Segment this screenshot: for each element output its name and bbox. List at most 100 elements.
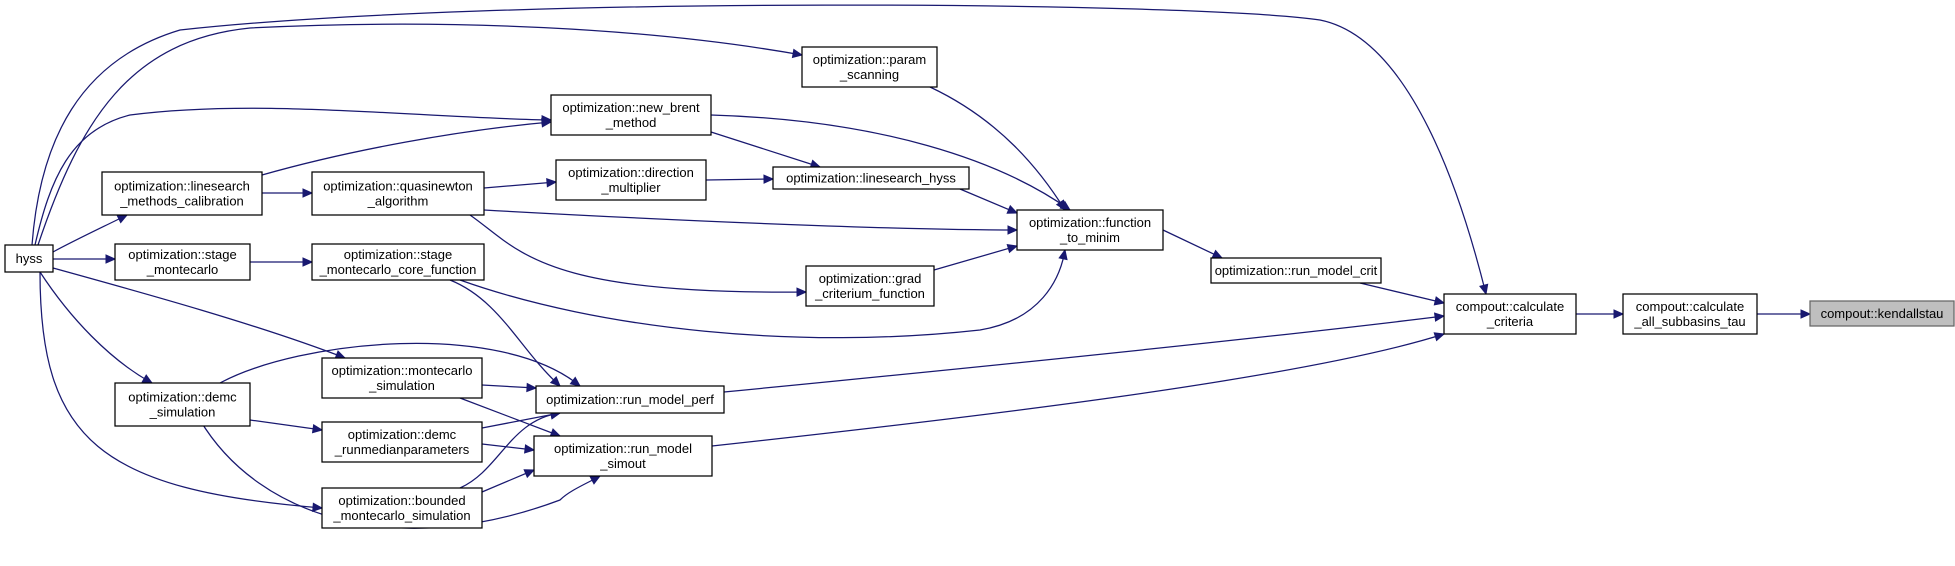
node-bounded-mc[interactable]: optimization::bounded_montecarlo_simulat…	[321, 487, 483, 529]
node-label: optimization::direction	[568, 165, 694, 180]
edge-hyss-ls-calib-arrowhead	[116, 214, 129, 224]
node-ls-calib[interactable]: optimization::linesearch_methods_calibra…	[101, 171, 263, 216]
edge-paramscan-funcminim-arrowhead	[1055, 199, 1066, 212]
edge-calcall-kendall	[1757, 309, 1812, 319]
node-calc-criteria[interactable]: compout::calculate_criteria	[1443, 293, 1577, 335]
node-box	[555, 159, 707, 201]
edge-paramscan-funcminim	[929, 86, 1066, 212]
node-run-model-simout[interactable]: optimization::run_model_simout	[533, 435, 713, 477]
node-new-brent[interactable]: optimization::new_brent_method	[550, 94, 712, 136]
node-box	[550, 94, 712, 136]
node-box	[101, 171, 263, 216]
edge-lscalib-quasinewton-arrowhead	[302, 188, 314, 198]
node-label: _method	[605, 115, 657, 130]
edge-hyss-bounded-arrowhead	[312, 502, 324, 512]
node-label: optimization::stage	[128, 247, 236, 262]
edge-demcsim-runperf-arrowhead	[569, 376, 581, 387]
edge-lscalib-quasinewton	[262, 188, 314, 198]
edge-demcsim-runperf	[219, 342, 581, 387]
node-box	[801, 46, 938, 88]
node-box	[311, 243, 485, 281]
edge-simout-calccrit-arrowhead	[1433, 332, 1446, 342]
edge-hyss-stage-mc	[53, 254, 117, 264]
node-label: _montecarlo_simulation	[332, 508, 470, 523]
node-kendallstau[interactable]: compout::kendallstau	[1809, 300, 1955, 327]
node-label: compout::kendallstau	[1821, 306, 1944, 321]
node-run-model-crit[interactable]: optimization::run_model_crit	[1210, 257, 1382, 284]
node-box	[772, 166, 970, 190]
node-label: optimization::linesearch_hyss	[786, 171, 956, 186]
edge-core-funcminim	[459, 248, 1068, 339]
node-param-scan[interactable]: optimization::param_scanning	[801, 46, 938, 88]
node-label: _criteria	[1486, 314, 1534, 329]
node-hyss[interactable]: hyss	[4, 244, 54, 273]
edge-lshyss-funcminim	[959, 188, 1019, 214]
edge-hyss-demc-sim-arrowhead	[141, 374, 154, 384]
edge-hyss-param-scan-arrowhead	[791, 48, 804, 59]
edge-hyss-bounded	[39, 271, 324, 512]
node-dir-mult[interactable]: optimization::direction_multiplier	[555, 159, 707, 201]
node-label: optimization::run_model_crit	[1215, 263, 1378, 278]
node-label: optimization::linesearch	[114, 179, 250, 194]
edge-quasi-dirmult-arrowhead	[546, 178, 558, 188]
node-label: _simulation	[149, 405, 216, 420]
node-demc-runmedian[interactable]: optimization::demc_runmedianparameters	[321, 421, 483, 463]
edge-core-runperf	[449, 279, 561, 387]
edge-dirmult-lshyss	[705, 174, 775, 184]
edge-calccrit-calcall-arrowhead	[1613, 309, 1625, 319]
edge-simout-calccrit	[711, 332, 1446, 447]
node-label: optimization::new_brent	[562, 100, 700, 115]
edge-stagemc-core	[250, 257, 314, 267]
node-box	[321, 357, 483, 399]
node-box	[321, 421, 483, 463]
node-label: _criterium_function	[814, 286, 925, 301]
node-calc-all-tau[interactable]: compout::calculate_all_subbasins_tau	[1622, 293, 1758, 335]
node-ls-hyss[interactable]: optimization::linesearch_hyss	[772, 166, 970, 190]
node-quasinewton[interactable]: optimization::quasinewton_algorithm	[311, 171, 485, 216]
node-run-model-perf[interactable]: optimization::run_model_perf	[535, 385, 725, 414]
edge-hyss-calc-criteria	[31, 4, 1489, 296]
edge-runcrit-calccrit	[1359, 282, 1446, 306]
edge-funcminim-runcrit-arrowhead	[1211, 249, 1224, 259]
node-func-to-minim[interactable]: optimization::function_to_minim	[1016, 209, 1164, 251]
node-stage-mc[interactable]: optimization::stage_montecarlo	[114, 243, 251, 281]
node-demc-sim[interactable]: optimization::demc_simulation	[114, 382, 251, 427]
node-box	[311, 171, 485, 216]
node-label: hyss	[16, 251, 43, 266]
node-stage-mc-core[interactable]: optimization::stage_montecarlo_core_func…	[311, 243, 485, 281]
node-label: optimization::montecarlo	[332, 363, 473, 378]
edge-hyss-calc-criteria-arrowhead	[1479, 283, 1489, 296]
edge-bounded-simout	[481, 469, 536, 493]
node-box	[1622, 293, 1758, 335]
node-label: optimization::stage	[344, 247, 452, 262]
node-box	[114, 382, 251, 427]
edge-core-runperf-arrowhead	[549, 376, 561, 387]
node-box	[1210, 257, 1382, 284]
edge-quasi-funcminim	[483, 209, 1019, 235]
node-label: _runmedianparameters	[334, 442, 470, 457]
node-box	[1443, 293, 1577, 335]
edge-calcall-kendall-arrowhead	[1800, 309, 1812, 319]
node-label: _to_minim	[1059, 230, 1120, 245]
edge-hyss-param-scan	[37, 23, 804, 246]
edge-core-funcminim-arrowhead	[1058, 248, 1068, 261]
node-label: _montecarlo	[146, 262, 219, 277]
edge-newbrent-funcminim	[710, 114, 1072, 211]
node-label: optimization::quasinewton	[323, 179, 473, 194]
node-label: _methods_calibration	[119, 194, 244, 209]
node-box	[114, 243, 251, 281]
edge-bounded-simout-arrowhead	[523, 469, 536, 479]
node-box	[535, 385, 725, 414]
node-label: optimization::function	[1029, 215, 1151, 230]
node-label: optimization::demc	[348, 427, 457, 442]
edge-runperf-calccrit	[723, 312, 1446, 393]
node-grad-crit[interactable]: optimization::grad_criterium_function	[805, 265, 935, 307]
edge-lscalib-new-brent-arrowhead	[541, 118, 553, 128]
edge-lshyss-funcminim-arrowhead	[1006, 204, 1019, 214]
node-label: optimization::run_model	[554, 441, 692, 456]
node-label: optimization::grad	[819, 271, 922, 286]
edge-gradcrit-funcminim	[933, 244, 1019, 271]
node-box	[1016, 209, 1164, 251]
edge-mcsim-runperf	[481, 382, 538, 393]
node-mc-sim[interactable]: optimization::montecarlo_simulation	[321, 357, 483, 399]
